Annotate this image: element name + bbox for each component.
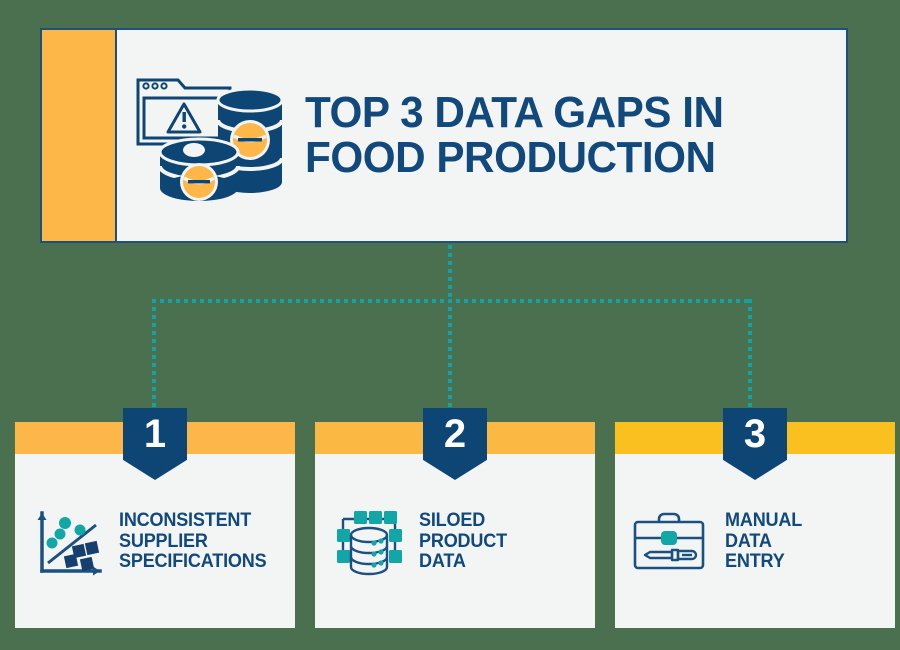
card-label: INCONSISTENT SUPPLIER SPECIFICATIONS	[119, 510, 267, 573]
connector-branch-2	[448, 299, 452, 423]
connector-trunk	[448, 245, 452, 303]
connector-branch-1	[152, 299, 156, 423]
card-label: MANUAL DATA ENTRY	[725, 510, 803, 573]
card-content: SILOED PRODUCT DATA	[315, 482, 595, 602]
connector-branch-3	[748, 299, 752, 423]
header-accent-bar	[42, 30, 117, 241]
scatter-plot-icon	[29, 505, 109, 579]
connector-horizontal-bus	[152, 299, 752, 303]
badge-number: 1	[143, 412, 167, 456]
page-title: TOP 3 DATA GAPS IN FOOD PRODUCTION	[305, 87, 724, 182]
card-content: INCONSISTENT SUPPLIER SPECIFICATIONS	[15, 482, 295, 602]
header-body: TOP 3 DATA GAPS IN FOOD PRODUCTION	[117, 30, 846, 241]
header-card: TOP 3 DATA GAPS IN FOOD PRODUCTION	[40, 28, 848, 243]
database-network-icon	[329, 505, 409, 579]
card-content: MANUAL DATA ENTRY	[615, 482, 895, 602]
badge-number: 2	[443, 412, 467, 456]
data-error-food-cans-icon	[125, 66, 305, 206]
badge-number: 3	[743, 412, 767, 456]
toolbox-screwdriver-icon	[629, 510, 709, 574]
card-label: SILOED PRODUCT DATA	[419, 510, 507, 573]
